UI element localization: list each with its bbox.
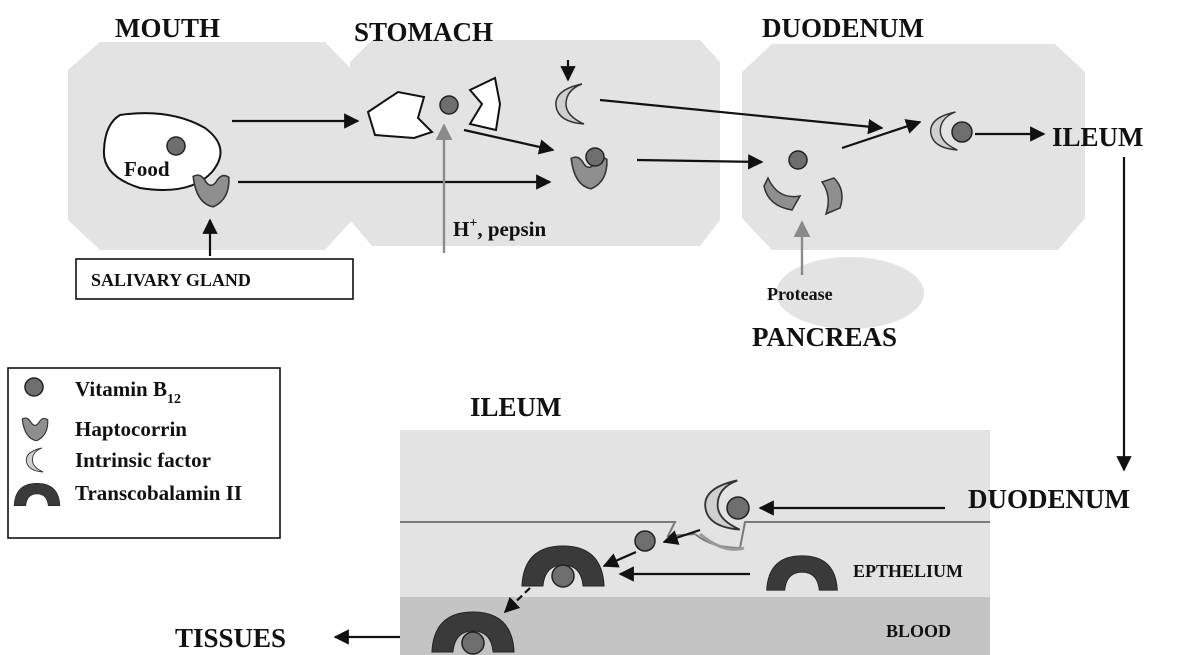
ileum-right-label: ILEUM — [1052, 122, 1144, 152]
pancreas-label: PANCREAS — [752, 322, 897, 352]
salivary-gland-label: SALIVARY GLAND — [91, 270, 251, 290]
stomach-label: STOMACH — [354, 17, 493, 47]
epithelium-label: EPTHELIUM — [853, 561, 963, 581]
legend-haptocorrin-label: Haptocorrin — [75, 417, 187, 441]
vitamin-b12-icon — [440, 96, 458, 114]
duodenum-region — [742, 44, 1085, 250]
vitamin-b12-icon — [462, 632, 484, 654]
legend-intrinsic-factor-label: Intrinsic factor — [75, 448, 211, 472]
vitamin-b12-icon — [586, 148, 604, 166]
duodenum-bottom-label: DUODENUM — [968, 484, 1130, 514]
mouth-label: MOUTH — [115, 13, 220, 43]
protease-label: Protease — [767, 284, 833, 304]
duodenum-top-label: DUODENUM — [762, 13, 924, 43]
vitamin-b12-icon — [727, 497, 749, 519]
ileum-bottom-label: ILEUM — [470, 392, 562, 422]
vitamin-b12-icon — [167, 137, 185, 155]
h-plus-label: H+, pepsin — [453, 216, 547, 241]
food-label: Food — [124, 157, 170, 181]
vitamin-b12-icon — [952, 122, 972, 142]
vitamin-b12-icon — [789, 151, 807, 169]
vitamin-b12-icon — [25, 378, 43, 396]
vitamin-b12-icon — [635, 531, 655, 551]
stomach-region — [350, 40, 720, 246]
tissues-label: TISSUES — [175, 623, 286, 653]
legend-transcobalamin-label: Transcobalamin II — [75, 481, 242, 505]
blood-label: BLOOD — [886, 621, 951, 641]
vitamin-b12-icon — [552, 565, 574, 587]
